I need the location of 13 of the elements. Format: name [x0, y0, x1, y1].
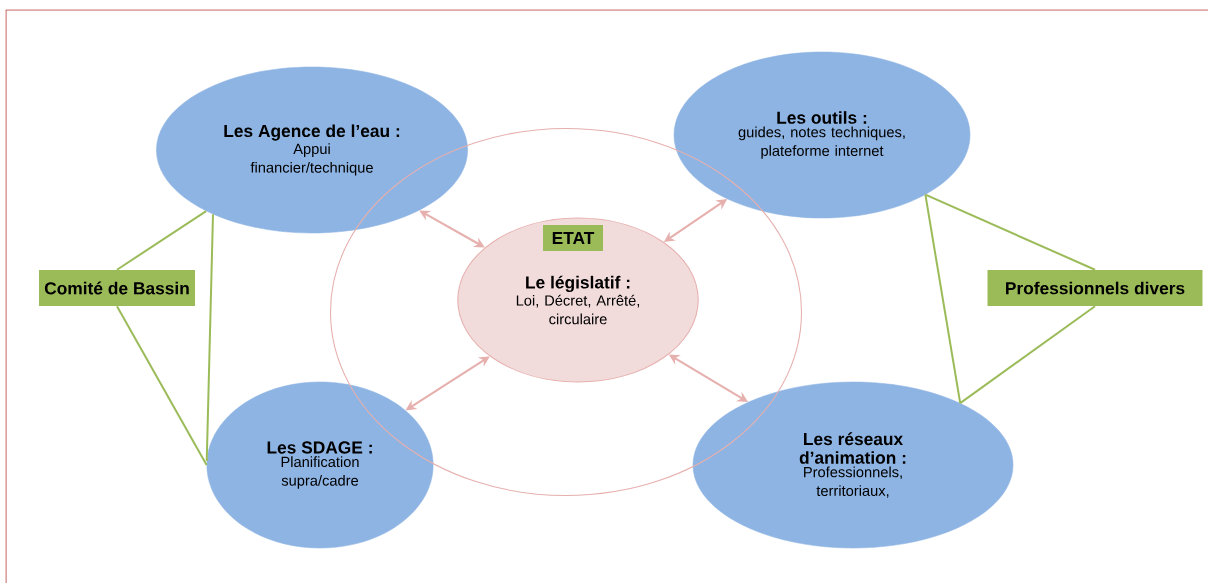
label-box: ETAT	[543, 225, 603, 251]
connector-line	[205, 213, 214, 463]
connector-line	[959, 305, 1096, 405]
ellipse-node: Les SDAGE : Planification supra/cadre	[206, 381, 434, 549]
ellipse-node: Les outils : guides, notes techniques, plateforme internet	[673, 51, 971, 219]
connector-line	[924, 193, 1096, 271]
ellipse-node: Les réseaux d’animation : Professionnels, territoriaux,	[692, 381, 1014, 549]
ellipse-node: Les Agence de l’eau : Appui financier/technique	[156, 66, 468, 234]
connector-line	[924, 193, 962, 405]
connector-line	[116, 305, 208, 466]
label-box: Comité de Bassin	[39, 270, 195, 306]
connector-line	[116, 210, 208, 271]
label-box: Professionnels divers	[987, 270, 1203, 306]
